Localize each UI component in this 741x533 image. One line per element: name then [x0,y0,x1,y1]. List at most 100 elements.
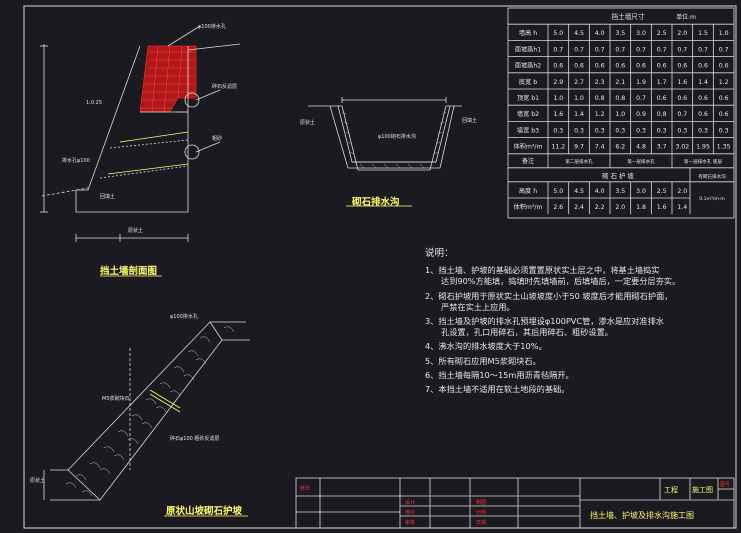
design-notes: 说明： 1、挡土墙、护坡的基础必须置置原状实土层之中，将基土墙捣实达到90%方能… [425,248,725,398]
svg-text:日期: 日期 [476,520,486,526]
table-cell: 0.6 [553,63,563,70]
svg-text:审核: 审核 [405,519,415,526]
table-note-cell: 第一层排水孔 底层 [684,158,723,165]
note-item: 1、挡土墙、护坡的基础必须置置原状实土层之中，将基土墙捣实达到90%方能填，捣填… [425,265,725,287]
label-slope-pipe: φ100排水孔 [170,313,198,320]
table-cell: 1.0 [719,30,729,37]
table-cell: 9.7 [574,144,584,151]
table-cell: 1.0 [615,111,625,118]
table-sub-cell: 4.5 [574,188,584,195]
note-line: 2、砌石护坡用于原状实土山坡坡度小于50 坡度后才能用砌石护面， [425,290,673,301]
table-cell: 0.6 [698,111,708,118]
table-cell: 1.6 [553,111,563,118]
label-slope-joint: M5浆砌块石 [102,395,130,402]
table-title: 挡土墙尺寸 [612,12,645,21]
note-line: 5、所有砌石应用M5浆砌块石。 [425,355,541,366]
table-cell: 2.3 [595,79,605,86]
table-cell: 0.6 [657,95,667,102]
table-sub-cell: 3.0 [636,188,646,195]
table-cell: 0.3 [677,127,687,134]
label-water-pipe: 排水孔φ100 [62,157,90,164]
table-sub-note: 有砌石排水沟 [698,173,726,180]
note-item: 3、挡土墙及护坡的排水孔预埋设φ100PVC管，渗水是应对准排水孔设置，孔口用碎… [425,316,725,338]
table-cell: 1.4 [574,111,584,118]
table-sub-cell: 3.5 [615,188,625,195]
table-cell: 2.9 [553,79,563,86]
table-cell: 1.0 [574,95,584,102]
table-cell: 2.1 [615,79,625,86]
table-cell: 0.6 [719,63,729,70]
table-cell: 0.6 [677,63,687,70]
table-row-label: 墙高 h [519,29,537,37]
table-sub-row-label: 高度 h [519,187,537,195]
note-line: 4、沸水沟的排水坡度大于10%。 [425,341,547,352]
svg-text:制图: 制图 [476,499,486,506]
table-cell: 0.3 [719,127,729,134]
label-pipe-top: φ100排水孔 [198,23,226,30]
notes-list: 1、挡土墙、护坡的基础必须置置原状实土层之中，将基土墙捣实达到90%方能填，捣填… [425,265,725,395]
table-row-label: 顶宽 b1 [517,94,539,102]
svg-text:图号: 图号 [720,482,730,488]
table-cell: 0.6 [698,63,708,70]
table-cell: 4.0 [595,30,605,37]
table-cell: 0.7 [719,46,729,53]
table-cell: 6.2 [615,144,625,151]
table-row-label: 墙宽 b2 [517,110,539,118]
table-cell: 1.9 [636,79,646,86]
note-item: 2、砌石护坡用于原状实土山坡坡度小于50 坡度后才能用砌石护面，严禁在实土上应用… [425,291,725,313]
table-cell: 0.3 [574,127,584,134]
notes-heading: 说明： [425,248,454,259]
table-cell: 0.3 [553,127,563,134]
title-stage: 施工图 [692,485,713,494]
title-block [295,477,735,529]
label-pipe-right-2: 粗砂 [212,135,222,142]
title-project: 工程 [664,485,678,494]
table-sub-cell: 2.2 [595,204,605,211]
table-cell: 0.7 [677,111,687,118]
table-cell: 3.02 [675,144,689,151]
table-cell: 11.2 [551,144,565,151]
label-slope-ratio: 1:0.25 [86,100,102,106]
svg-text:修改: 修改 [300,485,310,492]
table-cell: 0.3 [657,127,667,134]
table-cell: 5.0 [553,30,563,37]
note-line: 6、挡土墙每隔10～15m用沥青毡隔开。 [425,369,574,380]
table-row-label: 底宽 b [519,78,537,86]
table-cell: 0.6 [719,95,729,102]
label-slope-gravel: 碎石φ100 粗砂反滤层 [170,435,219,442]
section-title: 挡土墙剖面图 [100,266,158,277]
slope-title: 原状山坡砌石护坡 [166,506,243,517]
table-cell: 3.7 [657,144,667,151]
label-ditch-inner: φ100砌石排水沟 [378,133,416,140]
table-cell: 0.6 [698,95,708,102]
table-cell: 0.7 [636,46,646,53]
table-cell: 3.5 [615,30,625,37]
ditch-title: 砌石排水沟 [352,197,400,208]
note-line: 7、本挡土墙不适用在软土地段的基础。 [425,384,570,395]
table-sub-cell: 2.4 [574,204,584,211]
table-cell: 1.95 [696,144,710,151]
table-cell: 1.7 [657,79,667,86]
table-cell: 0.6 [677,95,687,102]
table-row-label: 面坡高h2 [515,62,541,70]
table-cell: 1.4 [698,79,708,86]
label-fill: 回填土 [100,193,115,200]
table-cell: 4.8 [636,144,646,151]
table-cell: 2.5 [657,30,667,37]
table-cell: 0.8 [595,95,605,102]
note-item: 7、本挡土墙不适用在软土地段的基础。 [425,384,725,395]
note-item: 6、挡土墙每隔10～15m用沥青毡隔开。 [425,370,725,381]
note-line: 3、挡土墙及护坡的排水孔预埋设φ100PVC管，渗水是应对准排水 [425,316,664,327]
retaining-wall-section [40,25,241,242]
table-cell: 0.6 [574,63,584,70]
table-sub-cell: 1.4 [677,204,687,211]
table-cell: 0.3 [636,127,646,134]
table-cell: 0.7 [595,46,605,53]
table-cell: 3.0 [636,30,646,37]
table-sub-cell: 5.0 [553,188,563,195]
table-cell: 1.5 [698,30,708,37]
table-cell: 0.8 [615,95,625,102]
table-cell: 0.9 [636,111,646,118]
